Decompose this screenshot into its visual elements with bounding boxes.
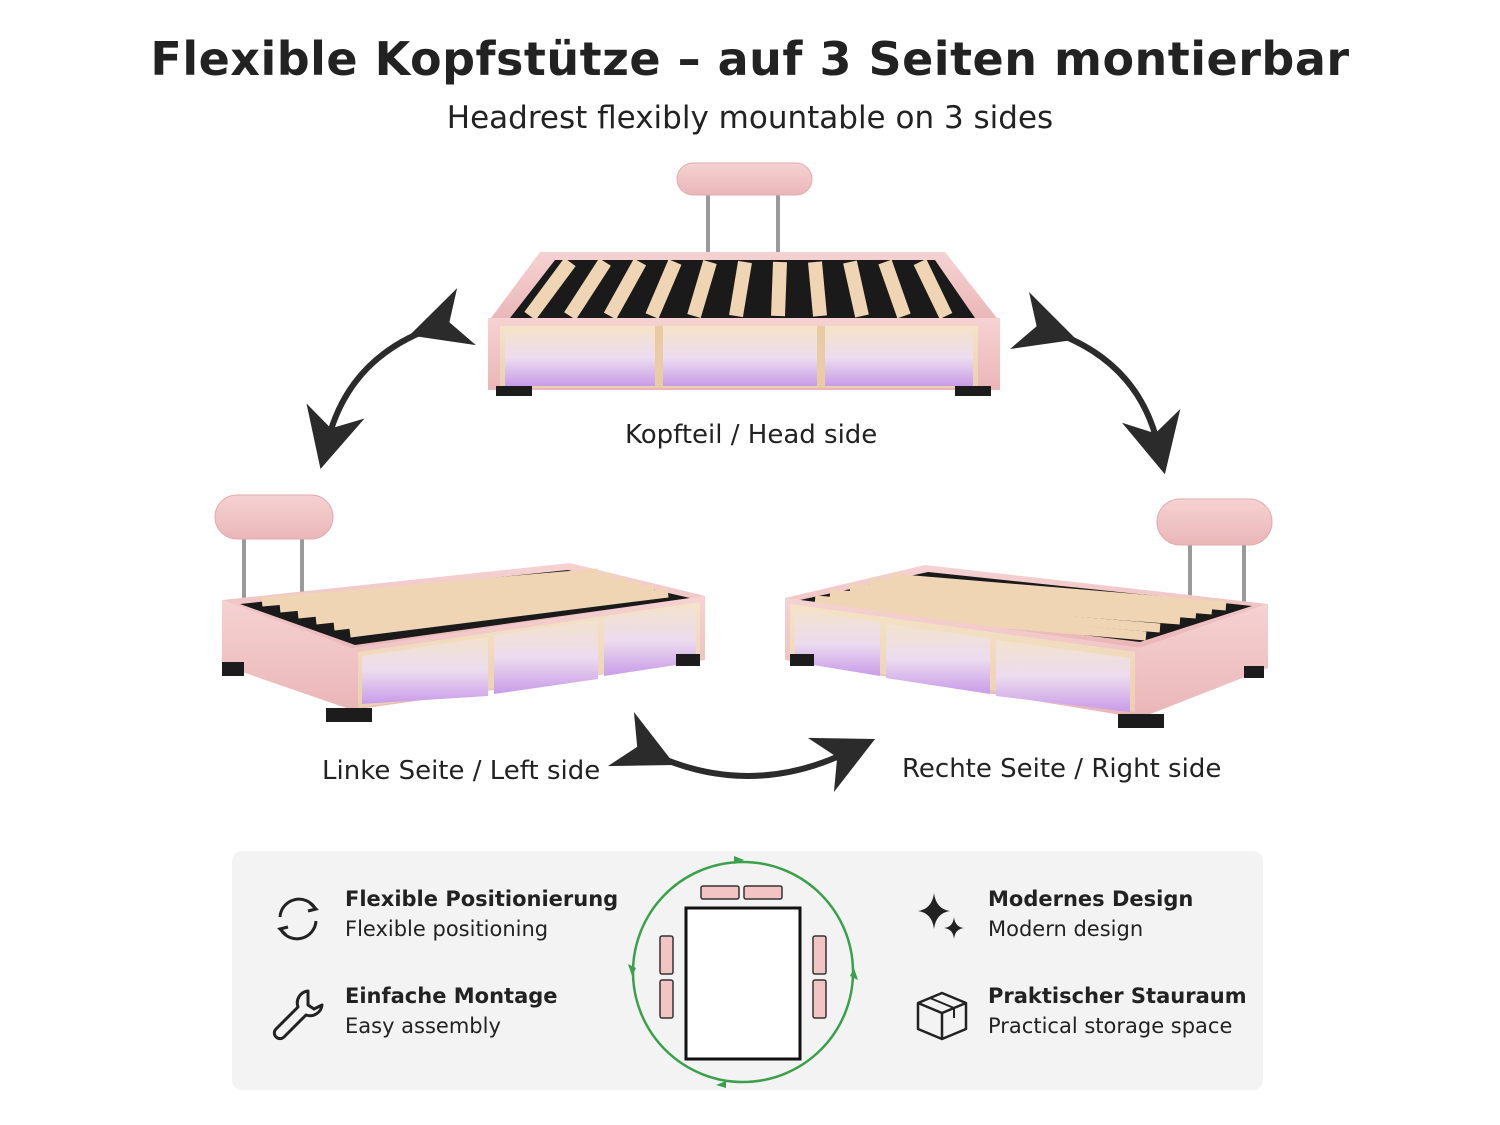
features-panel: Flexible Positionierung Flexible positio… xyxy=(232,851,1263,1090)
rotate-arrows-icon xyxy=(277,897,319,941)
sparkle-icon xyxy=(918,893,964,939)
feature-subtitle: Modern design xyxy=(988,917,1144,941)
caption-left-side: Linke Seite / Left side xyxy=(322,756,601,786)
caption-right-side: Rechte Seite / Right side xyxy=(902,754,1222,784)
bed-head-side xyxy=(488,162,1000,396)
page-subtitle: Headrest flexibly mountable on 3 sides xyxy=(446,100,1054,136)
arrow-right-top xyxy=(1010,292,1181,475)
feature-subtitle: Easy assembly xyxy=(345,1014,501,1038)
feature-title: Praktischer Stauraum xyxy=(988,984,1247,1008)
arrow-bottom xyxy=(607,711,876,793)
arrow-left-top xyxy=(306,288,476,470)
bed-right-side xyxy=(785,498,1273,728)
box-icon xyxy=(916,991,968,1041)
feature-subtitle: Flexible positioning xyxy=(345,917,549,941)
headrest-positions-diagram xyxy=(628,856,858,1088)
feature-title: Flexible Positionierung xyxy=(345,887,619,911)
feature-title: Modernes Design xyxy=(988,887,1194,911)
page-title: Flexible Kopfstütze – auf 3 Seiten monti… xyxy=(150,32,1350,86)
caption-head-side: Kopfteil / Head side xyxy=(625,420,878,450)
bed-illustrations xyxy=(214,162,1273,793)
bed-left-side xyxy=(214,494,705,722)
wrench-icon xyxy=(272,989,324,1041)
feature-subtitle: Practical storage space xyxy=(988,1014,1233,1038)
feature-title: Einfache Montage xyxy=(345,984,558,1008)
